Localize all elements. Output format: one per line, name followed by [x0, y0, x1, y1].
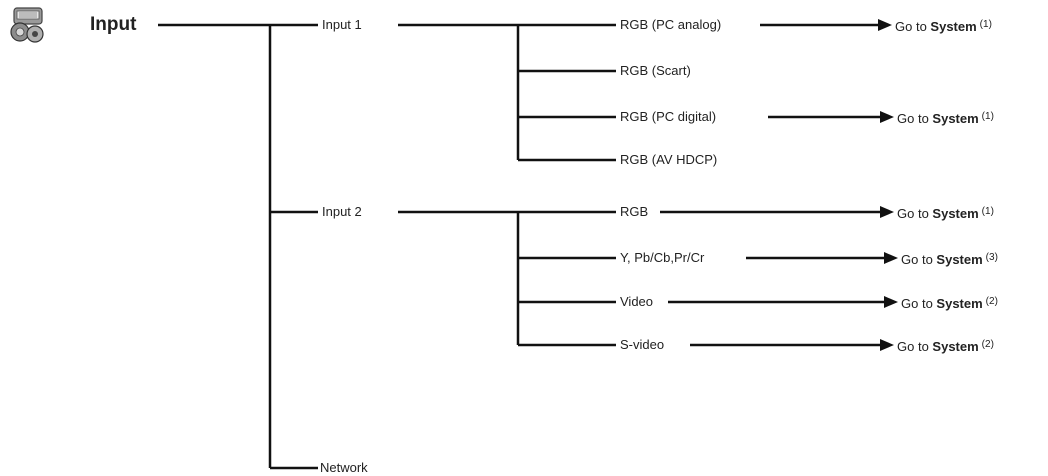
- arrowhead-icon: [880, 206, 894, 218]
- node-input-2: Input 2: [320, 204, 364, 220]
- goto-system-rgb-pc-digital: Go to System(1): [897, 111, 994, 126]
- node-ypbpr: Y, Pb/Cb,Pr/Cr: [618, 250, 707, 266]
- node-network: Network: [318, 460, 370, 476]
- node-s-video: S-video: [618, 337, 667, 353]
- goto-system-video: Go to System(2): [901, 296, 998, 311]
- node-rgb-av-hdcp: RGB (AV HDCP): [618, 152, 720, 168]
- arrowhead-icon: [884, 252, 898, 264]
- node-rgb: RGB: [618, 204, 651, 220]
- node-rgb-scart: RGB (Scart): [618, 63, 693, 79]
- goto-system-rgb-pc-analog: Go to System(1): [895, 19, 992, 34]
- goto-system-s-video: Go to System(2): [897, 339, 994, 354]
- arrowhead-icon: [878, 19, 892, 31]
- node-video: Video: [618, 294, 656, 310]
- arrowhead-icon: [884, 296, 898, 308]
- root-label-input: Input: [90, 14, 139, 36]
- arrowhead-icon: [880, 111, 894, 123]
- node-rgb-pc-analog: RGB (PC analog): [618, 17, 724, 33]
- node-input-1: Input 1: [320, 17, 364, 33]
- projector-input-icon: [10, 7, 44, 43]
- arrowhead-icon: [880, 339, 894, 351]
- goto-system-ypbpr: Go to System(3): [901, 252, 998, 267]
- goto-system-rgb: Go to System(1): [897, 206, 994, 221]
- node-rgb-pc-digital: RGB (PC digital): [618, 109, 719, 125]
